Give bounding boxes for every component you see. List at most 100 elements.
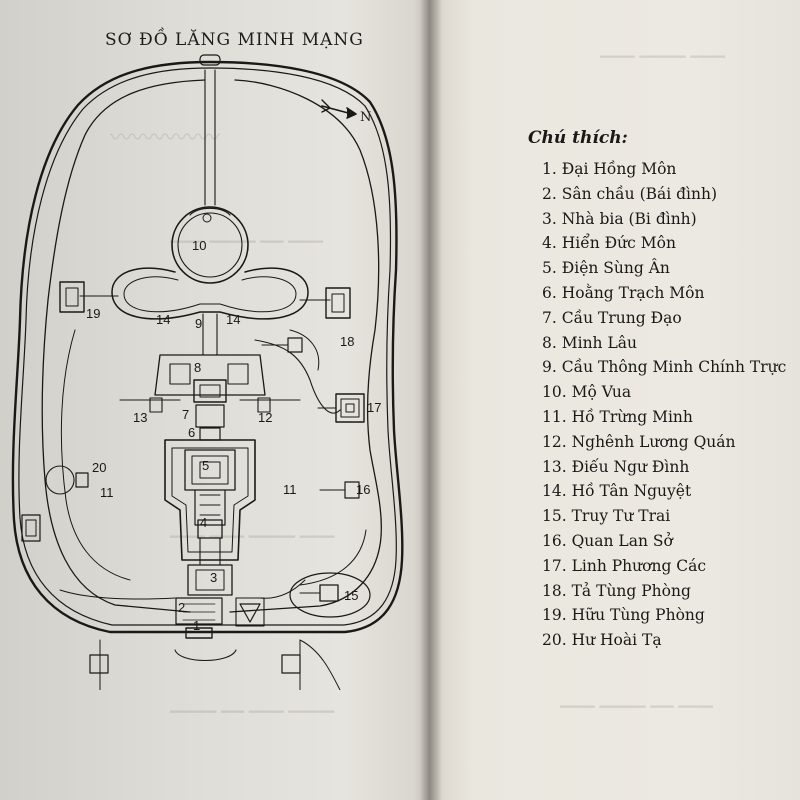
bridge-thong-minh	[202, 313, 218, 356]
legend-item: 15. Truy Tư Trai	[542, 504, 786, 529]
legend-item-number: 5.	[542, 259, 557, 278]
legend-item-label: Sân chầu (Bái đình)	[561, 184, 718, 203]
legend-item-number: 8.	[542, 333, 557, 352]
map-label-18: 18	[340, 334, 354, 349]
hien-duc-mon	[197, 519, 223, 539]
map-label-4: 4	[200, 515, 207, 530]
map-label-7: 7	[182, 407, 189, 422]
tomb-gate	[189, 207, 231, 216]
legend-item: 12. Nghênh Lương Quán	[542, 430, 786, 455]
right-page	[428, 0, 800, 800]
legend-item: 3. Nhà bia (Bi đình)	[542, 207, 786, 232]
left-page	[0, 0, 432, 800]
map-label-8: 8	[194, 360, 201, 375]
legend-item-number: 9.	[542, 358, 557, 377]
legend-item: 19. Hữu Tùng Phòng	[542, 603, 786, 628]
sung-an-courtyard	[164, 439, 256, 561]
legend-item-label: Điện Sùng Ân	[561, 259, 670, 278]
legend-item-label: Tả Tùng Phòng	[571, 581, 691, 600]
legend-item-label: Minh Lâu	[561, 333, 637, 352]
legend-item: 16. Quan Lan Sở	[542, 529, 786, 554]
crescent-lake	[111, 267, 309, 320]
nghenh-luong-quan	[257, 397, 271, 413]
legend-item-number: 6.	[542, 283, 557, 302]
bleed-through-text: ▁▁▁ ▁▁▁▁ ▁▁ ▁▁▁	[560, 690, 713, 708]
map-label-19: 19	[86, 306, 100, 321]
legend-item: 10. Mộ Vua	[542, 380, 786, 405]
legend-item-number: 1.	[542, 160, 557, 178]
legend-item: 17. Linh Phương Các	[542, 554, 786, 579]
legend-item: 14. Hồ Tân Nguyệt	[542, 479, 786, 504]
bleed-through-text: ▁▁▁▁ ▁▁ ▁▁▁ ▁▁▁▁	[170, 695, 335, 713]
legend-item: 1. Đại Hồng Môn	[542, 157, 786, 182]
map-label-14: 14	[156, 312, 170, 327]
legend-item-label: Điếu Ngư Đình	[571, 457, 690, 476]
legend-item-number: 18.	[542, 581, 567, 600]
legend-item-number: 15.	[542, 507, 567, 526]
legend-item: 6. Hoằng Trạch Môn	[542, 281, 786, 306]
tomb-site-plan: N 1 2 3 4 5 6 7 8 9 10 11 11 12 13 14 14…	[11, 54, 404, 690]
map-label-9: 9	[195, 316, 202, 331]
quan-lan-so	[344, 481, 360, 499]
royal-tomb-outer-wall	[171, 206, 249, 284]
map-label-14: 14	[226, 312, 240, 327]
truy-tu-trai	[319, 584, 339, 602]
book-gutter	[420, 0, 442, 800]
legend-item-label: Đại Hồng Môn	[561, 160, 677, 178]
legend-item-number: 14.	[542, 482, 567, 501]
legend-item-label: Cầu Thông Minh Chính Trực	[561, 358, 787, 377]
outer-enclosure-wall	[11, 60, 404, 634]
map-label-12: 12	[258, 410, 272, 425]
map-label-11: 11	[100, 485, 114, 500]
lake-outline	[41, 79, 383, 613]
dieu-ngu-dinh	[149, 397, 163, 413]
legend-item-label: Truy Tư Trai	[571, 507, 671, 526]
legend-item: 2. Sân chầu (Bái đình)	[542, 182, 786, 207]
legend-item: 11. Hồ Trừng Minh	[542, 405, 786, 430]
legend-item-label: Cầu Trung Đạo	[561, 308, 682, 327]
map-label-17: 17	[367, 400, 381, 415]
map-label-1: 1	[193, 618, 200, 633]
map-label-11: 11	[283, 482, 297, 497]
map-label-16: 16	[356, 482, 370, 497]
legend-item: 9. Cầu Thông Minh Chính Trực	[542, 355, 786, 380]
bleed-through-text: ▁▁▁ ▁▁▁▁ ▁▁▁	[600, 40, 725, 58]
legend-item-label: Hồ Tân Nguyệt	[571, 482, 692, 501]
dien-sung-an	[184, 449, 236, 491]
legend-item-label: Hoằng Trạch Môn	[561, 283, 705, 302]
axis-path	[204, 69, 216, 206]
legend-item: 13. Điếu Ngư Đình	[542, 455, 786, 480]
map-labels: 1 2 3 4 5 6 7 8 9 10 11 11 12 13 14 14 1…	[86, 238, 381, 633]
legend-item: 7. Cầu Trung Đạo	[542, 306, 786, 331]
legend-item-number: 16.	[542, 531, 567, 550]
legend-item-number: 11.	[542, 407, 567, 426]
legend-item-label: Hiển Đức Môn	[561, 234, 676, 253]
map-title: SƠ ĐỒ LĂNG MINH MẠNG	[105, 30, 364, 50]
legend-item: 8. Minh Lâu	[542, 331, 786, 356]
bleed-through-text: 〰〰〰〰〰	[110, 126, 221, 151]
legend-item-number: 10.	[542, 383, 567, 402]
outer-enclosure-wall-inner	[18, 67, 397, 626]
legend-item-number: 17.	[542, 556, 567, 575]
legend-item-number: 19.	[542, 606, 567, 625]
hoang-trach-mon	[199, 427, 221, 441]
huu-tung-phong	[59, 281, 85, 313]
legend-item-number: 20.	[542, 631, 567, 650]
legend-item-label: Nghênh Lương Quán	[571, 432, 736, 451]
minh-lau	[193, 379, 227, 403]
map-label-20: 20	[92, 460, 106, 475]
map-label-6: 6	[188, 425, 195, 440]
royal-tomb-inner-wall	[177, 212, 243, 278]
top-gate	[199, 54, 221, 66]
hu-hoai-ta	[75, 472, 89, 488]
legend-item-label: Hữu Tùng Phòng	[571, 606, 705, 625]
legend-heading: Chú thích:	[528, 128, 628, 148]
legend-item-label: Nhà bia (Bi đình)	[561, 209, 697, 228]
legend-item: 18. Tả Tùng Phòng	[542, 579, 786, 604]
legend-item-label: Linh Phương Các	[571, 556, 707, 575]
legend-item-label: Hư Hoài Tạ	[571, 631, 662, 650]
legend-item-number: 2.	[542, 184, 557, 203]
ta-tung-phong	[325, 287, 351, 319]
